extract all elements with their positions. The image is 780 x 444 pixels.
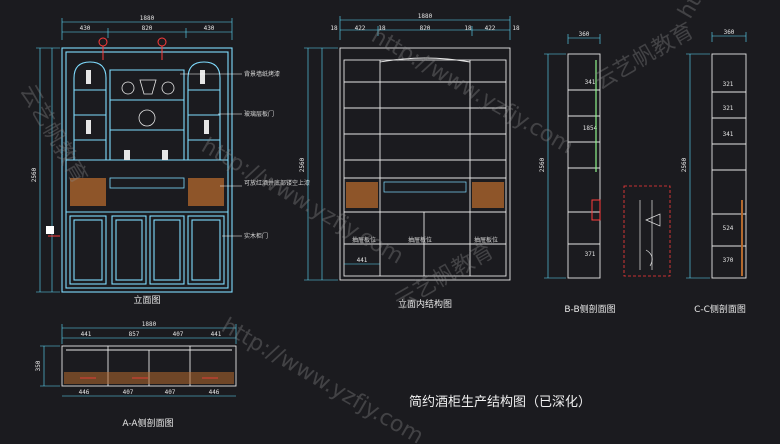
front-wine-rack-left bbox=[70, 178, 106, 206]
structure-dim-6: 18 bbox=[512, 25, 520, 32]
decor-ornament-icon bbox=[121, 79, 175, 127]
watermark-url-2: http://www.yzfjy.com bbox=[367, 24, 578, 160]
structure-total-width: 1880 bbox=[418, 13, 433, 20]
structure-shelf-label-3: 抽屉板位 bbox=[474, 236, 498, 244]
section-c-dim-1: 321 bbox=[723, 105, 734, 112]
structure-view-label: 立面内结构图 bbox=[398, 298, 452, 310]
section-c-label: C-C侧剖面图 bbox=[694, 303, 746, 315]
front-top-dim-left: 430 bbox=[80, 25, 91, 32]
structure-height: 2560 bbox=[299, 157, 306, 172]
section-b-view: 360 2560 341 1854 371 B-B侧剖面图 bbox=[539, 31, 616, 315]
section-c-width: 360 bbox=[724, 29, 735, 36]
structure-dim-1: 422 bbox=[355, 25, 366, 32]
front-wine-rack-right bbox=[188, 178, 224, 206]
section-b-detail-marker bbox=[591, 199, 601, 221]
structure-wine-rack-left bbox=[346, 182, 378, 208]
section-c-dim-2: 341 bbox=[723, 131, 734, 138]
structure-dim-4: 18 bbox=[464, 25, 472, 32]
section-a-top-dim-1: 857 bbox=[129, 331, 140, 338]
structure-wine-rack-right bbox=[472, 182, 504, 208]
section-a-label: A-A侧剖面图 bbox=[122, 417, 173, 429]
section-b-label: B-B侧剖面图 bbox=[564, 303, 615, 315]
section-marker-a bbox=[46, 226, 54, 234]
front-view-label: 立面图 bbox=[133, 294, 160, 306]
front-note-wood-door: 实木柜门 bbox=[244, 232, 268, 240]
front-leaders bbox=[180, 73, 242, 237]
structure-dim-5: 422 bbox=[485, 25, 496, 32]
structure-elevation: 1880 18 422 18 820 18 422 18 2560 bbox=[299, 13, 520, 310]
section-a-depth: 350 bbox=[35, 360, 42, 371]
drawing-title: 简约酒柜生产结构图（已深化） bbox=[409, 394, 591, 410]
watermark-brand-2: 云艺帆教育 bbox=[591, 19, 699, 96]
section-c-height: 2560 bbox=[681, 157, 688, 172]
section-c-dim-0: 321 bbox=[723, 81, 734, 88]
watermark-url-3: http://www.yzfjy.com bbox=[217, 314, 428, 444]
watermark-brand-1: 云艺帆教育 bbox=[15, 81, 92, 189]
section-a-bottom-dim-3: 446 bbox=[209, 389, 220, 396]
front-side-dimensions bbox=[36, 47, 60, 293]
structure-dim-3: 820 bbox=[420, 25, 431, 32]
section-a-view: 1880 441 857 407 441 446 407 407 446 350… bbox=[35, 321, 237, 429]
structure-shelf-label-2: 抽屉板位 bbox=[408, 236, 432, 244]
front-elevation: 1880 430 820 430 2560 bbox=[31, 15, 310, 306]
front-note-wallpaper: 背景墙纸烤漆 bbox=[244, 70, 280, 78]
front-top-dim-right: 430 bbox=[204, 25, 215, 32]
section-a-bottom-dim-2: 407 bbox=[165, 389, 176, 396]
section-b-width: 360 bbox=[579, 31, 590, 38]
front-glass-hanger bbox=[109, 177, 185, 189]
structure-shelf-label-1: 抽屉板位 bbox=[352, 236, 376, 244]
structure-dim-2: 18 bbox=[378, 25, 386, 32]
front-top-dimensions bbox=[61, 18, 233, 40]
section-a-door-panels bbox=[64, 372, 234, 384]
structure-body bbox=[339, 47, 511, 281]
joint-detail bbox=[623, 185, 671, 277]
structure-side-dimensions bbox=[304, 47, 338, 281]
structure-dim-0: 18 bbox=[330, 25, 338, 32]
bottle-icons bbox=[86, 70, 209, 160]
section-cut-markers bbox=[48, 37, 167, 237]
section-a-bottom-dim-1: 407 bbox=[123, 389, 134, 396]
section-a-top-dim-0: 441 bbox=[81, 331, 92, 338]
front-top-dim-center: 820 bbox=[142, 25, 153, 32]
section-b-dim-2: 371 bbox=[585, 251, 596, 258]
front-height: 2560 bbox=[31, 167, 38, 182]
section-c-view: 360 2560 321 321 341 524 370 C-C侧剖面图 bbox=[681, 29, 747, 315]
section-a-top-dim-2: 407 bbox=[173, 331, 184, 338]
section-b-height: 2560 bbox=[539, 157, 546, 172]
section-b-dim-1: 1854 bbox=[583, 125, 598, 132]
section-b-dim-0: 341 bbox=[585, 79, 596, 86]
front-note-wine-rack: 可放红酒并底部镂空上漆 bbox=[244, 179, 310, 187]
front-note-glass-door: 玻璃层板门 bbox=[244, 110, 274, 118]
structure-bottom-dim: 441 bbox=[357, 257, 368, 264]
section-a-bottom-dim-0: 446 bbox=[79, 389, 90, 396]
front-cabinet-body bbox=[61, 47, 233, 293]
structure-top-dimensions bbox=[339, 16, 511, 40]
watermark-url-4: http://www.yzfjy.com bbox=[674, 0, 780, 23]
section-a-top-dim-3: 441 bbox=[211, 331, 222, 338]
structure-glass-hanger bbox=[383, 181, 467, 193]
section-c-dim-4: 370 bbox=[723, 257, 734, 264]
section-c-dim-3: 524 bbox=[723, 225, 734, 232]
section-a-total-width: 1880 bbox=[142, 321, 157, 328]
front-total-width: 1880 bbox=[140, 15, 155, 22]
